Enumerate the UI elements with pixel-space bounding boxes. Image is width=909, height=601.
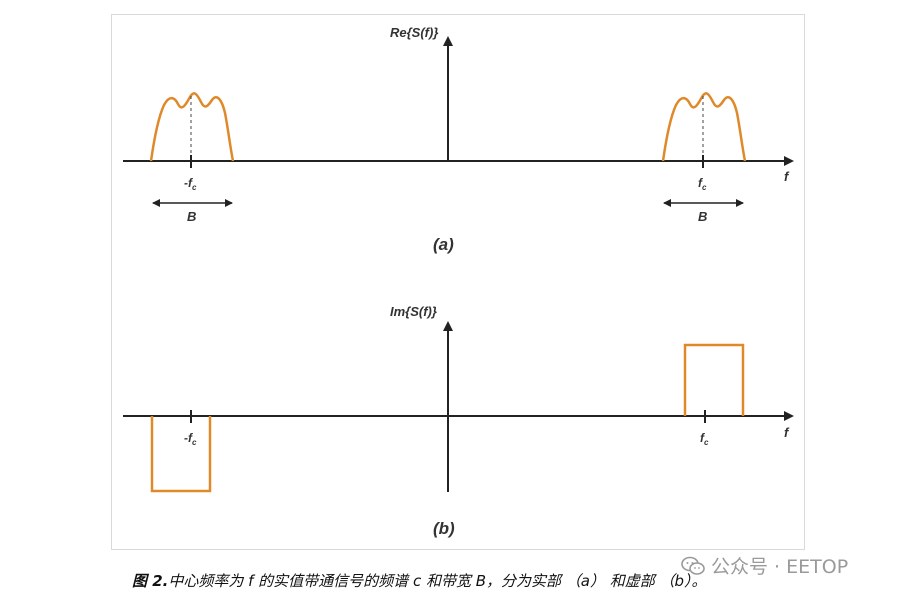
watermark: 公众号 · EETOP (681, 552, 848, 579)
panel-a: Re{S(f)} f -fc B fc B (a) (123, 25, 794, 254)
caption-text: 中心频率为 f 的实值带通信号的频谱 c 和带宽 B，分为实部 （a） 和虚部 … (168, 572, 707, 590)
panel-a-axis-label: Re{S(f)} (390, 25, 438, 40)
panel-b-axis-label: Im{S(f)} (390, 304, 437, 319)
panel-a-pos-fc-label: fc (698, 176, 707, 192)
panel-a-pos-band-spectrum (661, 92, 747, 162)
panel-b-neg-fc-label: -fc (184, 431, 197, 447)
panel-b-tag: (b) (433, 519, 455, 538)
panel-a-neg-fc-label: -fc (184, 176, 197, 192)
panel-a-f-label: f (784, 169, 790, 184)
panel-a-tag: (a) (433, 235, 454, 254)
figure-caption: 图 2.中心频率为 f 的实值带通信号的频谱 c 和带宽 B，分为实部 （a） … (132, 570, 707, 591)
panel-b-neg-rect (150, 416, 212, 493)
wechat-icon (681, 556, 705, 575)
panel-a-neg-band-spectrum (149, 92, 235, 162)
panel-a-neg-bandwidth-label: B (187, 209, 196, 224)
panel-b-pos-rect (683, 343, 745, 416)
panel-b: Im{S(f)} f -fc fc (b) (123, 304, 794, 538)
panel-a-pos-bandwidth-label: B (698, 209, 707, 224)
watermark-text: 公众号 · EETOP (711, 556, 849, 578)
caption-prefix: 图 2. (132, 572, 169, 590)
panel-b-f-label: f (784, 425, 790, 440)
panel-b-pos-fc-label: fc (700, 431, 709, 447)
